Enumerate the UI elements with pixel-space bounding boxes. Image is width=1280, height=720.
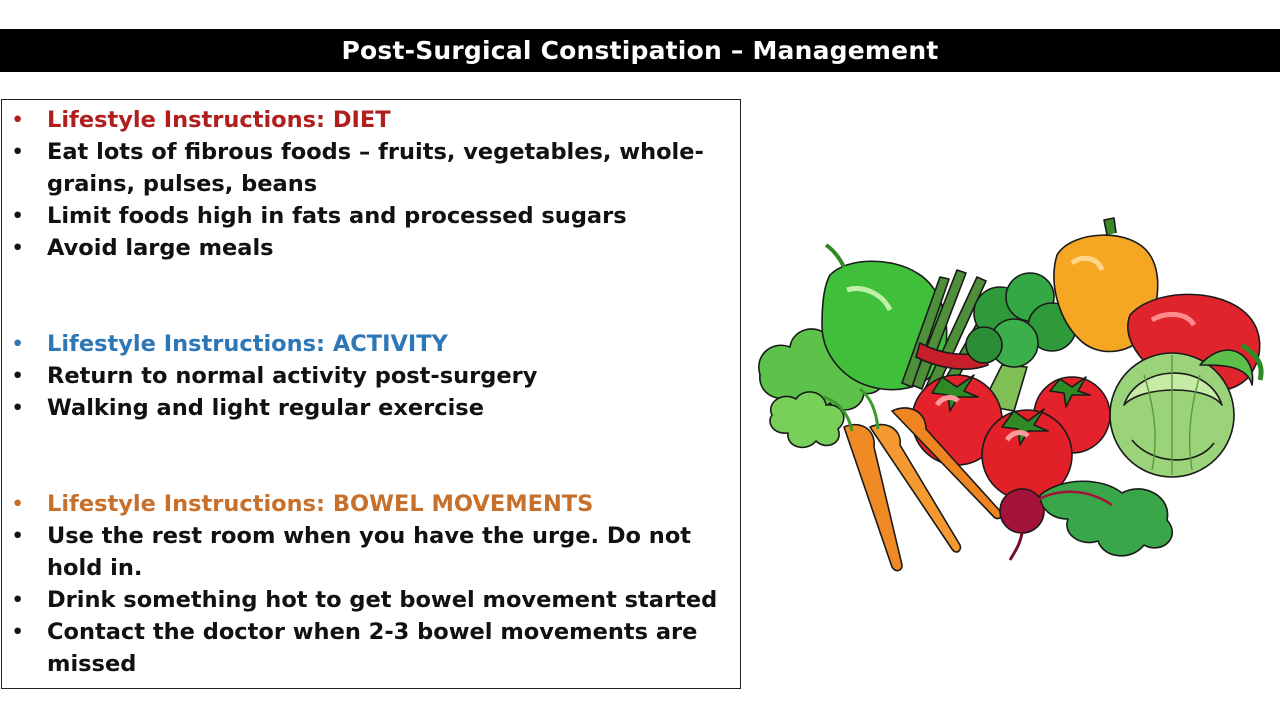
list-item: •Use the rest room when you have the urg…: [2, 520, 742, 584]
activity-list: •Lifestyle Instructions: ACTIVITY •Retur…: [2, 328, 742, 424]
bowel-list: •Lifestyle Instructions: BOWEL MOVEMENTS…: [2, 488, 742, 680]
cabbage: [1109, 349, 1254, 478]
carrot: [843, 423, 903, 572]
list-item: •Drink something hot to get bowel moveme…: [2, 584, 742, 616]
bullet-icon: •: [11, 619, 25, 645]
asparagus-band: [915, 342, 989, 370]
bullet-icon: •: [11, 491, 25, 517]
bullet-icon: •: [11, 203, 25, 229]
carrot: [869, 423, 962, 553]
lettuce-leaf: [769, 391, 845, 449]
page-title-text: Post-Surgical Constipation – Management: [341, 36, 939, 65]
beet: [999, 488, 1045, 534]
green-pepper-stem: [824, 243, 846, 268]
diet-list: •Lifestyle Instructions: DIET •Eat lots …: [2, 104, 742, 264]
bowel-heading: •Lifestyle Instructions: BOWEL MOVEMENTS: [2, 488, 742, 520]
broccoli: [965, 272, 1077, 412]
bullet-icon: •: [11, 107, 25, 133]
bullet-icon: •: [11, 139, 25, 165]
activity-heading: •Lifestyle Instructions: ACTIVITY: [2, 328, 742, 360]
list-item: •Return to normal activity post-surgery: [2, 360, 742, 392]
list-item: •Contact the doctor when 2-3 bowel movem…: [2, 616, 742, 680]
instructions-box: •Lifestyle Instructions: DIET •Eat lots …: [1, 99, 741, 689]
list-item: •Walking and light regular exercise: [2, 392, 742, 424]
bullet-icon: •: [11, 587, 25, 613]
bullet-icon: •: [11, 331, 25, 357]
bullet-icon: •: [11, 235, 25, 261]
bowel-section: •Lifestyle Instructions: BOWEL MOVEMENTS…: [2, 488, 742, 680]
vegetables-image: [758, 217, 1264, 572]
activity-section: •Lifestyle Instructions: ACTIVITY •Retur…: [2, 328, 742, 424]
beet-greens: [1039, 480, 1174, 557]
list-item: •Avoid large meals: [2, 232, 742, 264]
bullet-icon: •: [11, 523, 25, 549]
diet-heading: •Lifestyle Instructions: DIET: [2, 104, 742, 136]
page-title: Post-Surgical Constipation – Management: [0, 29, 1280, 72]
list-item: •Eat lots of fibrous foods – fruits, veg…: [2, 136, 742, 200]
diet-section: •Lifestyle Instructions: DIET •Eat lots …: [2, 104, 742, 264]
bullet-icon: •: [11, 395, 25, 421]
list-item: •Limit foods high in fats and processed …: [2, 200, 742, 232]
bullet-icon: •: [11, 363, 25, 389]
vegetables-illustration: [752, 215, 1270, 575]
